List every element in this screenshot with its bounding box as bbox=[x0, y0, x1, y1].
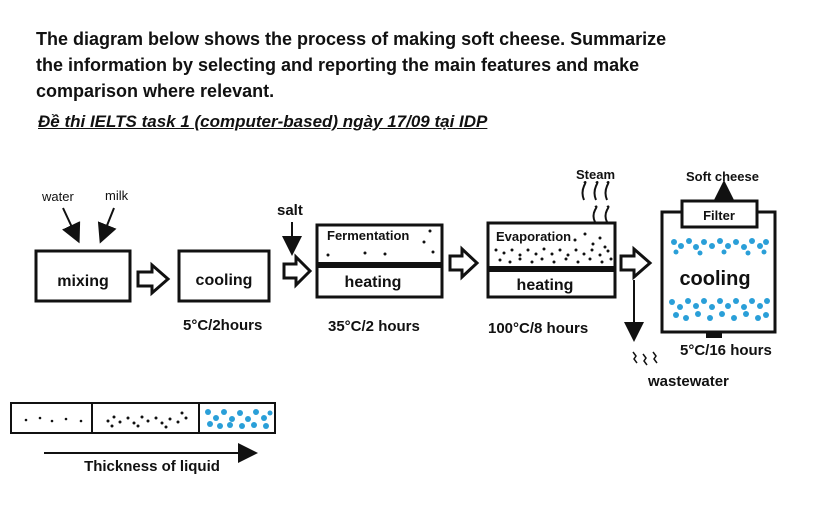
filter-label: Filter bbox=[703, 208, 735, 223]
evaporation-label: Evaporation bbox=[496, 229, 571, 244]
cooling-tank bbox=[660, 210, 777, 334]
heating-condition-1: 35°C/2 hours bbox=[328, 318, 420, 335]
soft-cheese-label: Soft cheese bbox=[686, 169, 759, 184]
mixing-label: mixing bbox=[57, 273, 109, 290]
exam-subtitle: Đề thi IELTS task 1 (computer-based) ngà… bbox=[38, 112, 488, 131]
legend-thick-curd bbox=[205, 409, 273, 429]
steam-label: Steam bbox=[576, 167, 615, 182]
milk-arrow bbox=[97, 207, 117, 244]
heating-label-1: heating bbox=[345, 274, 402, 291]
cooling-box-1 bbox=[177, 249, 271, 303]
flow-arrow-1 bbox=[136, 261, 171, 297]
heating-label-2: heating bbox=[517, 277, 574, 294]
water-arrow bbox=[62, 207, 81, 244]
curd-particles-bottom bbox=[669, 298, 770, 321]
legend-medium-dots bbox=[106, 411, 188, 429]
thickness-label: Thickness of liquid bbox=[84, 458, 220, 475]
heating-condition-2: 100°C/8 hours bbox=[488, 320, 588, 337]
evaporation-dots bbox=[494, 232, 613, 264]
curd-particles-top bbox=[671, 238, 769, 256]
flow-arrow-2 bbox=[282, 253, 313, 289]
cooling-condition-1: 5°C/2hours bbox=[183, 317, 262, 334]
fermentation-dots bbox=[326, 229, 435, 257]
water-label: water bbox=[41, 189, 74, 204]
tank-outlet bbox=[706, 332, 722, 338]
wastewater-label: wastewater bbox=[647, 373, 729, 390]
filter-box bbox=[680, 199, 759, 229]
salt-label: salt bbox=[277, 202, 303, 219]
legend-thin-dots bbox=[24, 416, 83, 423]
mixing-box bbox=[34, 249, 132, 303]
fermentation-tank bbox=[315, 223, 444, 299]
fermentation-divider bbox=[317, 262, 442, 268]
cooling-label-1: cooling bbox=[196, 272, 253, 289]
evaporation-tank bbox=[486, 221, 617, 299]
fermentation-label: Fermentation bbox=[327, 228, 409, 243]
steam-icon bbox=[581, 181, 610, 223]
milk-label: milk bbox=[105, 188, 129, 203]
wastewater-icon bbox=[632, 351, 658, 366]
task-prompt: The diagram below shows the process of m… bbox=[36, 29, 667, 101]
flow-arrow-3 bbox=[448, 245, 480, 281]
cooling-label-2: cooling bbox=[679, 268, 750, 290]
cooling-condition-2: 5°C/16 hours bbox=[680, 342, 772, 359]
flow-arrow-4 bbox=[619, 245, 653, 281]
evaporation-divider bbox=[488, 266, 615, 272]
